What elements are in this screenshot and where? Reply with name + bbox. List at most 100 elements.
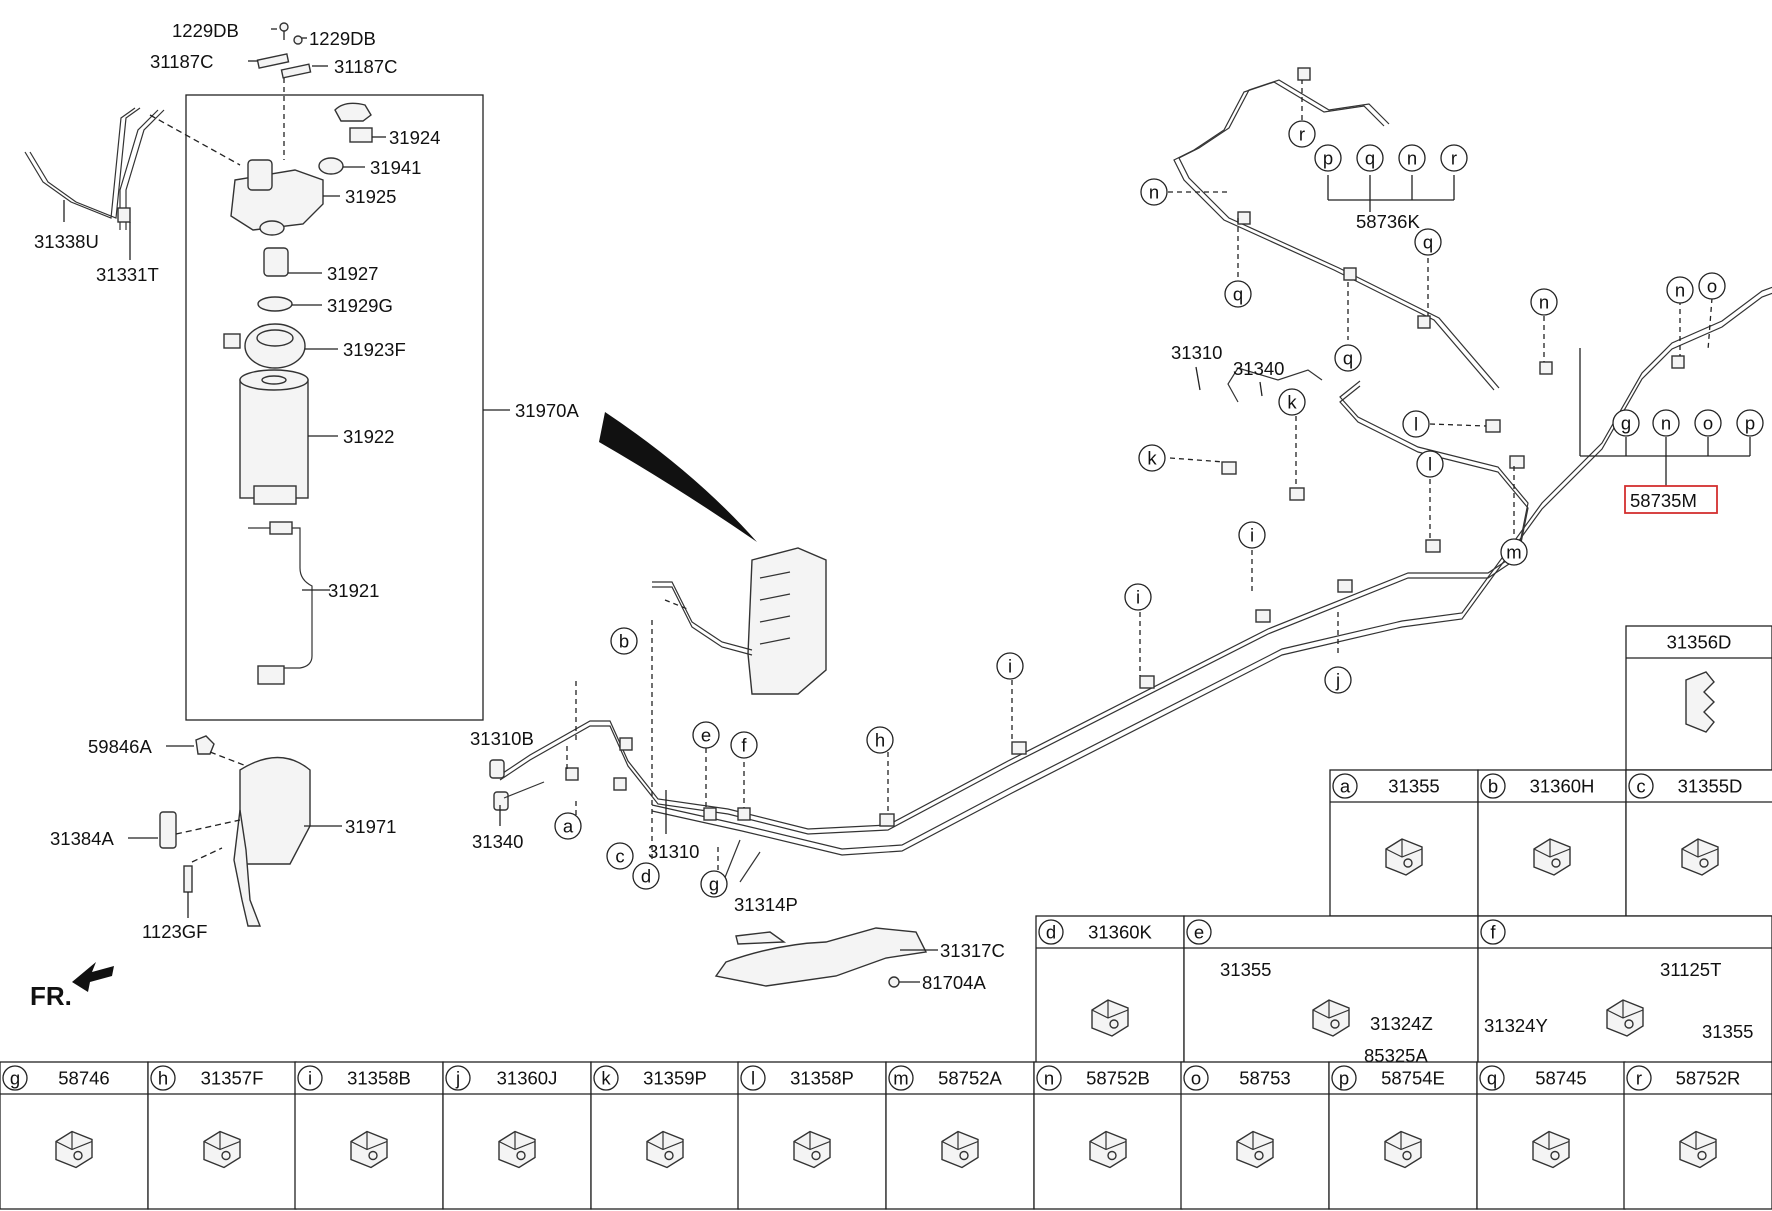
part-label-31310B[interactable]: 31310B — [470, 728, 534, 749]
legend-part-58754E: 58754E — [1381, 1068, 1445, 1089]
callout-q-1[interactable]: q — [1224, 280, 1252, 308]
svg-text:c: c — [615, 846, 624, 867]
legend-letter-p: p — [1339, 1068, 1349, 1089]
callout-n-1[interactable]: n — [1140, 178, 1168, 206]
callout-l-1[interactable]: l — [1402, 410, 1430, 438]
part-label-31310-front[interactable]: 31310 — [648, 841, 699, 862]
part-label-59846A[interactable]: 59846A — [88, 736, 152, 757]
svg-text:i: i — [1250, 525, 1254, 546]
part-label-31971[interactable]: 31971 — [345, 816, 396, 837]
part-label-31941[interactable]: 31941 — [370, 157, 421, 178]
legend-cell-p[interactable]: p 58754E — [1328, 1061, 1478, 1210]
clip-icon — [1532, 1130, 1570, 1169]
part-label-31925[interactable]: 31925 — [345, 186, 396, 207]
callout-e[interactable]: e — [692, 721, 720, 749]
callout-a[interactable]: a — [554, 812, 582, 840]
part-label-1229DB-a[interactable]: 1229DB — [172, 20, 239, 41]
clip-icon — [1236, 1130, 1274, 1169]
legend-sub-31125T: 31125T — [1660, 959, 1721, 980]
filter-assembly-frame — [185, 94, 484, 721]
legend-sub-31355-e: 31355 — [1220, 959, 1271, 980]
svg-text:i: i — [1136, 587, 1140, 608]
clip-icon — [203, 1130, 241, 1169]
legend-part-31358B: 31358B — [347, 1068, 411, 1089]
front-marker-label: FR. — [30, 981, 72, 1011]
part-label-31340-rear[interactable]: 31340 — [1233, 358, 1284, 379]
callout-i-2[interactable]: i — [1124, 583, 1152, 611]
part-label-31384A[interactable]: 31384A — [50, 828, 114, 849]
part-label-31338U[interactable]: 31338U — [34, 231, 99, 252]
callout-m[interactable]: m — [1500, 538, 1528, 566]
part-label-31187C-b[interactable]: 31187C — [334, 56, 397, 77]
legend-part-31356D: 31356D — [1667, 632, 1732, 653]
part-label-31331T[interactable]: 31331T — [96, 264, 159, 285]
callout-i-3[interactable]: i — [1238, 521, 1266, 549]
callout-i-1[interactable]: i — [996, 652, 1024, 680]
callout-q-2[interactable]: q — [1334, 344, 1362, 372]
svg-text:b: b — [619, 631, 629, 652]
clip-set-top-letters: p q n r — [1314, 144, 1468, 172]
legend-letter-q: q — [1487, 1068, 1497, 1089]
part-label-1229DB-b[interactable]: 1229DB — [309, 28, 376, 49]
callout-q-3[interactable]: q — [1414, 228, 1442, 256]
callout-l-2[interactable]: l — [1416, 450, 1444, 478]
legend-cell-31356D[interactable]: 31356D — [1625, 625, 1772, 771]
part-label-31923F[interactable]: 31923F — [343, 339, 406, 360]
part-label-31187C-a[interactable]: 31187C — [150, 51, 213, 72]
clip-set-top-letter-1: p — [1323, 148, 1333, 169]
clip-icon — [498, 1130, 536, 1169]
callout-d[interactable]: d — [632, 862, 660, 890]
main-part-labels: 31310B 31340 31310 31310 31340 31314P 31… — [470, 175, 1751, 993]
callout-k-2[interactable]: k — [1138, 444, 1166, 472]
part-label-31310-rear[interactable]: 31310 — [1171, 342, 1222, 363]
legend-cell-c[interactable]: c 31355D — [1625, 769, 1772, 917]
part-label-58735M[interactable]: 58735M — [1630, 490, 1697, 511]
clip-set-top-letter-3: n — [1407, 148, 1417, 169]
legend-part-31355D: 31355D — [1678, 776, 1743, 797]
legend-letter-r: r — [1636, 1068, 1642, 1089]
part-label-31924[interactable]: 31924 — [389, 127, 440, 148]
part-label-31314P[interactable]: 31314P — [734, 894, 798, 915]
callout-n-3[interactable]: n — [1666, 276, 1694, 304]
svg-text:h: h — [875, 730, 885, 751]
part-label-31340-front[interactable]: 31340 — [472, 831, 523, 852]
clip-icon — [1685, 671, 1715, 733]
part-label-1123GF[interactable]: 1123GF — [142, 921, 207, 942]
callout-n-2[interactable]: n — [1530, 288, 1558, 316]
callout-h[interactable]: h — [866, 726, 894, 754]
callout-f[interactable]: f — [730, 731, 758, 759]
part-label-31970A[interactable]: 31970A — [515, 400, 579, 421]
callout-b[interactable]: b — [610, 627, 638, 655]
part-label-31922[interactable]: 31922 — [343, 426, 394, 447]
part-label-31927[interactable]: 31927 — [327, 263, 378, 284]
part-label-31317C[interactable]: 31317C — [940, 940, 1005, 961]
legend-letter-c: c — [1636, 776, 1645, 797]
callout-j[interactable]: j — [1324, 666, 1352, 694]
part-label-58736K[interactable]: 58736K — [1356, 211, 1420, 232]
part-label-31921[interactable]: 31921 — [328, 580, 379, 601]
callout-g[interactable]: g — [700, 870, 728, 898]
callout-o[interactable]: o — [1698, 272, 1726, 300]
callout-k-1[interactable]: k — [1278, 388, 1306, 416]
front-arrow-icon — [72, 962, 114, 992]
legend-part-31357F: 31357F — [201, 1068, 264, 1089]
callout-r[interactable]: r — [1288, 120, 1316, 148]
part-label-81704A[interactable]: 81704A — [922, 972, 986, 993]
part-label-31929G[interactable]: 31929G — [327, 295, 393, 316]
callout-c[interactable]: c — [606, 842, 634, 870]
legend-letter-k: k — [601, 1068, 611, 1089]
